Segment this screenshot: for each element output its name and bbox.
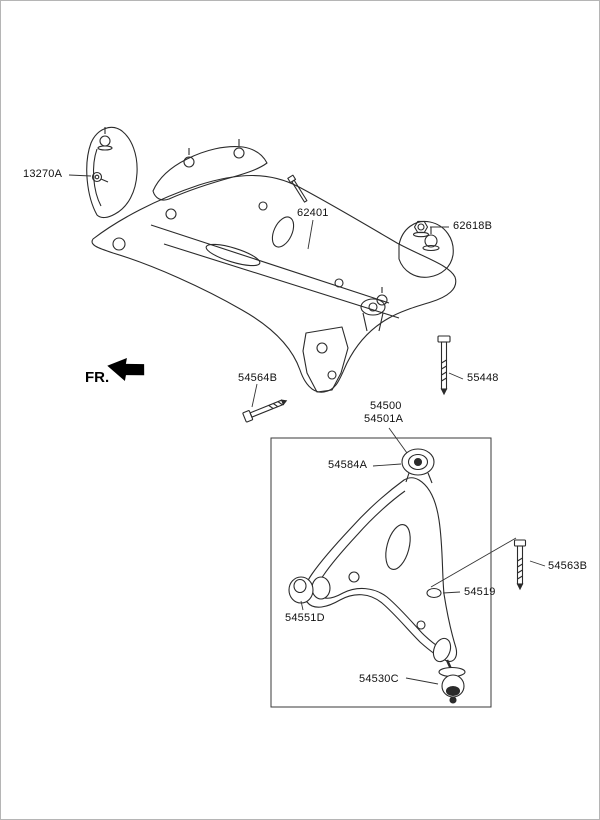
part-label-62618B: 62618B xyxy=(453,220,493,232)
part-label-54584A: 54584A xyxy=(328,459,368,471)
part-label-54501A: 54501A xyxy=(364,413,404,425)
snap-ring-54519-drawing xyxy=(426,587,442,599)
part-label-54564B: 54564B xyxy=(238,372,278,384)
bolt-55448-drawing xyxy=(437,335,451,396)
bolt-54563B-drawing xyxy=(513,539,527,591)
part-label-54551D: 54551D xyxy=(285,612,325,624)
front-direction-label: FR. xyxy=(85,369,110,386)
front-arrow-icon xyxy=(107,357,145,381)
part-label-13270A: 13270A xyxy=(23,168,63,180)
bushing-54584A-drawing xyxy=(401,448,435,484)
ball-joint-54530C-drawing xyxy=(438,659,466,704)
part-label-54530C: 54530C xyxy=(359,673,399,685)
part-label-62401: 62401 xyxy=(297,207,329,219)
assembly-group-box xyxy=(270,437,492,708)
part-label-55448: 55448 xyxy=(467,372,499,384)
part-label-54563B: 54563B xyxy=(548,560,588,572)
part-label-54500: 54500 xyxy=(370,400,402,412)
part-label-54519: 54519 xyxy=(464,586,496,598)
control-arm-drawing xyxy=(303,477,458,663)
bushing-54551D-drawing xyxy=(288,576,314,604)
nut-62618B-drawing xyxy=(412,220,430,238)
bolt-54564B-drawing xyxy=(242,399,288,423)
crossmember-drawing xyxy=(86,126,457,393)
leader-lines xyxy=(68,174,546,685)
bolt-13270A-drawing xyxy=(91,171,109,183)
